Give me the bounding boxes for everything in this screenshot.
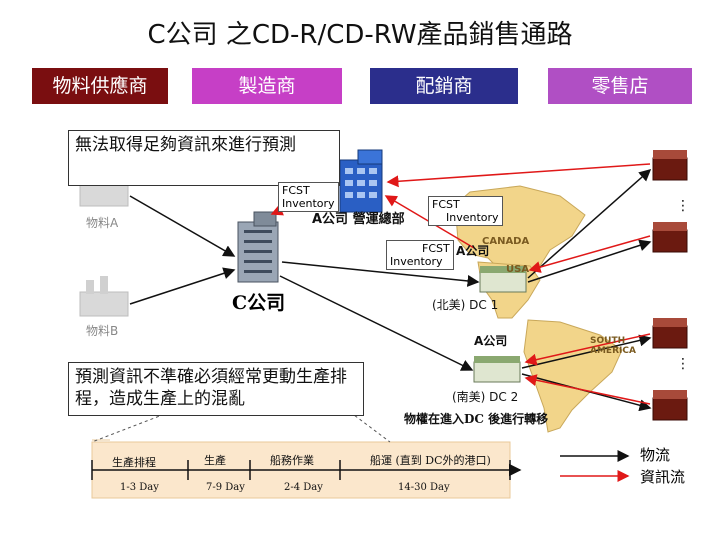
inventory-label-2: Inventory (446, 211, 499, 224)
canada-label: CANADA (482, 236, 530, 247)
store-ellipsis-upper: ⋮ (676, 198, 690, 214)
supplier-header: 物料供應商 (32, 68, 168, 104)
material-b-label: 物料B (86, 324, 119, 338)
timeline-stage-4: 船運 (直到 DC外的港口) (370, 454, 491, 467)
page-title: C公司 之CD-R/CD-RW產品銷售通路 (147, 20, 573, 50)
supplier-b-factory (79, 276, 129, 317)
hq-building (339, 149, 383, 213)
ownership-note: 物權在進入DC 後進行轉移 (404, 412, 549, 426)
timeline-graphic (91, 411, 522, 499)
inventory-label-3: Inventory (390, 255, 443, 268)
store-ellipsis-lower: ⋮ (676, 356, 690, 372)
retail-store-4 (652, 390, 688, 421)
retail-store-2 (652, 222, 688, 253)
material-a-label: 物料A (86, 216, 119, 230)
schedule-problem-note: 預測資訊不準確必須經常更動生產排程，造成生產上的混亂 (68, 362, 364, 416)
retail-store-1 (652, 150, 688, 181)
retailer-header: 零售店 (548, 68, 692, 104)
legend-material-label: 物流 (640, 446, 671, 464)
inventory-label-1: Inventory (282, 197, 335, 210)
hq-label: A公司 營運總部 (312, 212, 405, 227)
timeline-stage-3: 船務作業 (270, 454, 314, 467)
manufacturer-header: 製造商 (192, 68, 342, 104)
retail-store-3 (652, 318, 688, 349)
timeline-duration-2: 7-9 Day (206, 482, 245, 493)
dc1-building (479, 266, 527, 293)
fcst-tag-2: FCST Inventory (428, 196, 503, 226)
forecast-problem-note: 無法取得足夠資訊來進行預測 (68, 130, 340, 186)
dc1-label: (北美) DC 1 (432, 298, 499, 312)
fcst-label-3: FCST (422, 242, 450, 255)
fcst-label-2: FCST (432, 198, 460, 211)
company-a-label-2: A公司 (474, 334, 508, 348)
company-a-label-1: A公司 (456, 244, 490, 258)
fcst-tag-1: FCST Inventory (278, 182, 339, 212)
dc2-label: (南美) DC 2 (452, 390, 519, 404)
timeline-duration-4: 14-30 Day (398, 482, 450, 493)
timeline-duration-1: 1-3 Day (120, 482, 159, 493)
dc2-building (473, 356, 521, 383)
fcst-tag-3: FCST Inventory (386, 240, 454, 270)
company-c-label: C公司 (232, 292, 286, 314)
legend-info-label: 資訊流 (640, 468, 686, 486)
fcst-label-1: FCST (282, 184, 310, 197)
distributor-header: 配銷商 (370, 68, 518, 104)
timeline-duration-3: 2-4 Day (284, 482, 323, 493)
timeline-stage-2: 生產 (204, 454, 226, 467)
timeline-stage-1: 生產排程 (112, 456, 156, 469)
company-c-building (237, 211, 279, 283)
usa-label: USA (506, 264, 530, 275)
south-america-label: SOUTH AMERICA (590, 336, 636, 356)
